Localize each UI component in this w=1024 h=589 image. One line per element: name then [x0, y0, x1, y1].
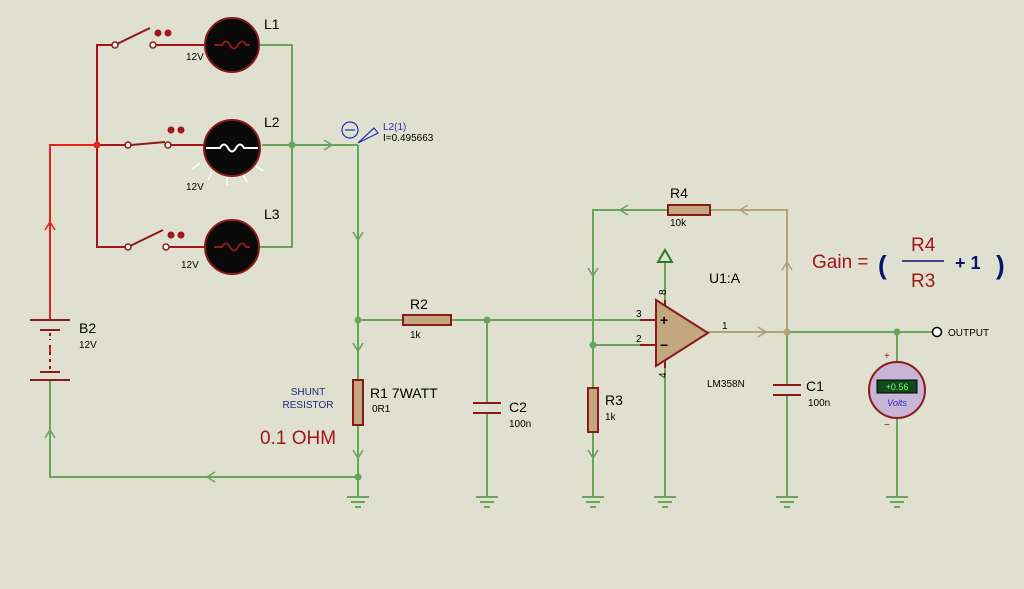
lamp-l2-name: L2	[264, 114, 280, 130]
c2-name: C2	[509, 399, 527, 415]
ground-icon	[476, 496, 498, 508]
current-probe[interactable]: L2(1) I=0.495663	[341, 121, 434, 144]
gain-open-paren: (	[878, 250, 887, 280]
shunt-label-line1: SHUNT	[291, 387, 325, 398]
voltmeter-unit: Volts	[887, 398, 907, 408]
opamp-u1a[interactable]: + − 3 2 1 8 4 U1:A LM358N	[636, 270, 745, 390]
current-arrows	[44, 139, 793, 483]
opamp-minus-sign: −	[660, 337, 668, 353]
lamp-l3-name: L3	[264, 206, 280, 222]
ground-icon	[582, 496, 604, 508]
probe-name: L2(1)	[383, 122, 406, 133]
capacitor-c2[interactable]: C2 100n	[473, 399, 531, 430]
resistor-r2[interactable]: R2 1k	[402, 296, 452, 341]
ground-icon	[654, 496, 676, 508]
voltmeter-reading: +0.56	[886, 382, 909, 392]
opamp-pin4: 4	[658, 372, 669, 378]
resistor-r4[interactable]: R4 10k	[667, 185, 711, 229]
voltmeter-minus: −	[884, 420, 890, 431]
c1-value: 100n	[808, 398, 830, 409]
opamp-part: LM358N	[707, 379, 745, 390]
output-label: OUTPUT	[948, 328, 989, 339]
wires	[49, 44, 932, 497]
r4-name: R4	[670, 185, 688, 201]
r2-name: R2	[410, 296, 428, 312]
r4-value: 10k	[670, 218, 687, 229]
shunt-label-line2: RESISTOR	[283, 400, 334, 411]
switch-l3[interactable]	[124, 229, 205, 251]
voltmeter-plus: +	[884, 351, 890, 362]
opamp-pin1: 1	[722, 321, 728, 332]
output-terminal[interactable]: OUTPUT	[931, 326, 990, 340]
opamp-plus-sign: +	[660, 312, 668, 328]
gain-numerator: R4	[911, 235, 936, 256]
lamp-l1[interactable]: L1 12V	[186, 16, 280, 73]
ground-icon	[347, 496, 369, 508]
probe-reading: I=0.495663	[383, 133, 434, 144]
switch-l1[interactable]	[111, 27, 205, 49]
r3-name: R3	[605, 392, 623, 408]
opamp-pin2: 2	[636, 334, 642, 345]
c2-value: 100n	[509, 419, 531, 430]
opamp-pin3: 3	[636, 309, 642, 320]
battery-b2[interactable]: B2 12V	[30, 319, 97, 381]
vcc-icon	[656, 248, 674, 270]
lamp-l1-voltage: 12V	[186, 52, 204, 63]
switch-l2[interactable]	[124, 126, 205, 149]
gain-denominator: R3	[911, 271, 935, 292]
gain-suffix: + 1	[955, 253, 981, 273]
resistor-r3[interactable]: R3 1k	[587, 387, 623, 433]
opamp-name: U1:A	[709, 270, 741, 286]
c1-name: C1	[806, 378, 824, 394]
opamp-pin8: 8	[658, 289, 669, 295]
battery-name: B2	[79, 320, 96, 336]
capacitor-c1[interactable]: C1 100n	[773, 378, 830, 409]
ground-icon	[886, 496, 908, 508]
gain-formula: Gain = ( R4 R3 + 1 )	[812, 235, 1005, 292]
r1-name: R1 7WATT	[370, 385, 438, 401]
lamp-l3[interactable]: L3 12V	[181, 206, 280, 275]
ground-icon	[776, 496, 798, 508]
r1-value: 0R1	[372, 404, 391, 415]
voltmeter[interactable]: +0.56 Volts + −	[868, 351, 926, 431]
lamp-l3-voltage: 12V	[181, 260, 199, 271]
gain-prefix: Gain =	[812, 252, 869, 273]
resistor-r1[interactable]: R1 7WATT 0R1	[352, 379, 438, 426]
battery-value: 12V	[79, 340, 97, 351]
lamp-l2-voltage: 12V	[186, 182, 204, 193]
lamp-l2[interactable]: L2 12V	[186, 114, 280, 193]
r2-value: 1k	[410, 330, 422, 341]
shunt-value-label: 0.1 OHM	[260, 428, 336, 449]
lamp-glow	[191, 162, 264, 185]
gain-close-paren: )	[996, 250, 1005, 280]
junction-dots	[93, 141, 901, 481]
r3-value: 1k	[605, 412, 617, 423]
lamp-l1-name: L1	[264, 16, 280, 32]
ground-icons	[347, 496, 908, 508]
